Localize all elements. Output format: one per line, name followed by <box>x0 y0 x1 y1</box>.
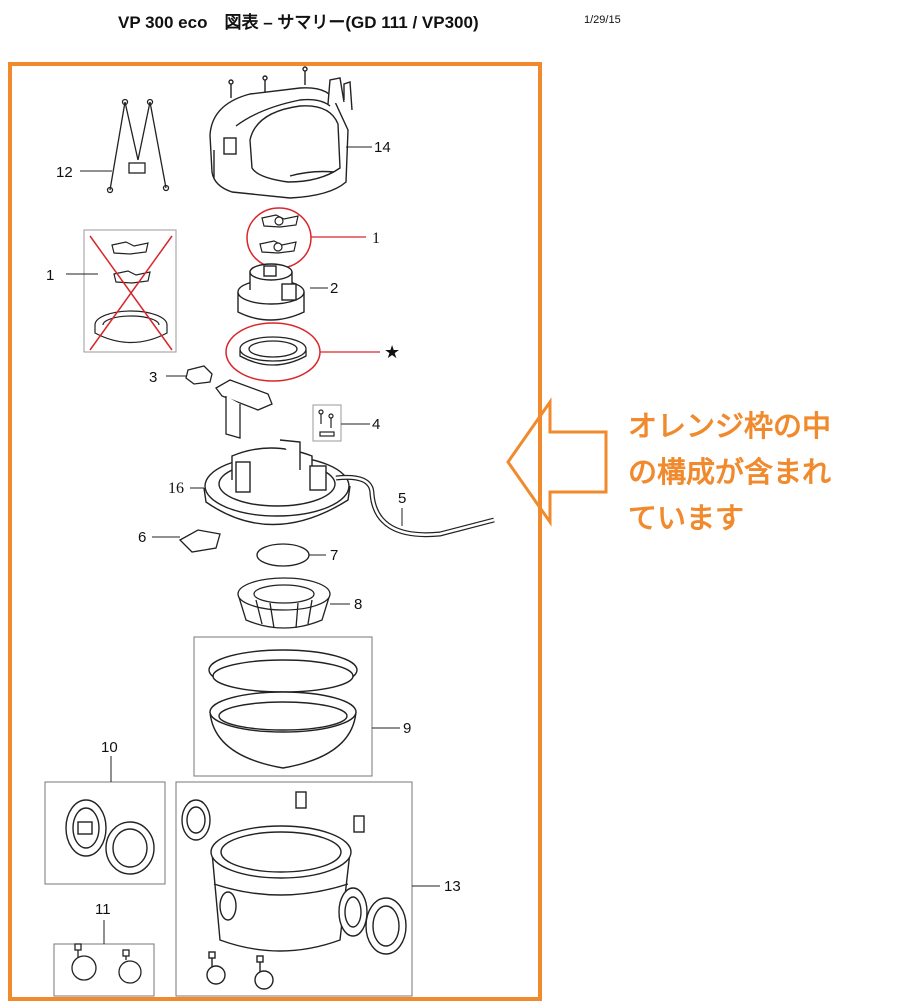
part-1-new-kit <box>246 207 312 269</box>
part-11-caster-kit <box>53 943 155 997</box>
callout-8: 8 <box>354 596 362 613</box>
callout-14: 14 <box>374 139 391 156</box>
part-1-old-kit-crossed <box>83 229 177 353</box>
page-title: VP 300 eco 図表 – サマリー(GD 111 / VP300) <box>118 13 479 32</box>
left-arrow-icon <box>506 397 608 527</box>
red-leader-lines <box>311 236 380 353</box>
part-2-motor <box>237 263 305 321</box>
callout-12: 12 <box>56 164 73 181</box>
part-6-latch <box>178 529 221 553</box>
callout-3: 3 <box>149 369 157 386</box>
callout-1-old: 1 <box>46 267 54 284</box>
part-star-ring <box>225 322 321 382</box>
callout-4: 4 <box>372 416 380 433</box>
part-16-motor-head <box>203 439 351 526</box>
part-4-screw-kit <box>312 404 342 442</box>
callout-6: 6 <box>138 529 146 546</box>
part-10-wheel-kit <box>44 781 166 885</box>
callout-11: 11 <box>95 901 111 918</box>
note-line-2: の構成が含まれ <box>628 455 831 489</box>
part-9-filter-basket <box>193 636 373 777</box>
callout-10: 10 <box>101 739 118 756</box>
callout-2: 2 <box>330 280 338 297</box>
part-8-filter-cage <box>237 577 331 629</box>
part-7-disc <box>256 543 310 567</box>
part-13-tank-body <box>175 781 413 997</box>
part-14-top-cover <box>209 66 353 199</box>
callout-16: 16 <box>168 480 184 497</box>
callout-9: 9 <box>403 720 411 737</box>
part-12-cable-harness <box>106 98 170 194</box>
orange-frame <box>8 62 542 1001</box>
date-stamp: 1/29/15 <box>584 14 621 26</box>
callout-5: 5 <box>398 490 406 507</box>
callout-1-new: 1 <box>372 230 380 247</box>
callout-star: ★ <box>384 342 400 362</box>
note-line-1: オレンジ枠の中 <box>628 409 831 443</box>
part-3-clip <box>185 365 213 385</box>
switch-bracket <box>215 379 273 439</box>
callout-7: 7 <box>330 547 338 564</box>
note-line-3: ています <box>628 501 744 535</box>
leader-lines <box>66 146 440 944</box>
callout-13: 13 <box>444 878 461 895</box>
